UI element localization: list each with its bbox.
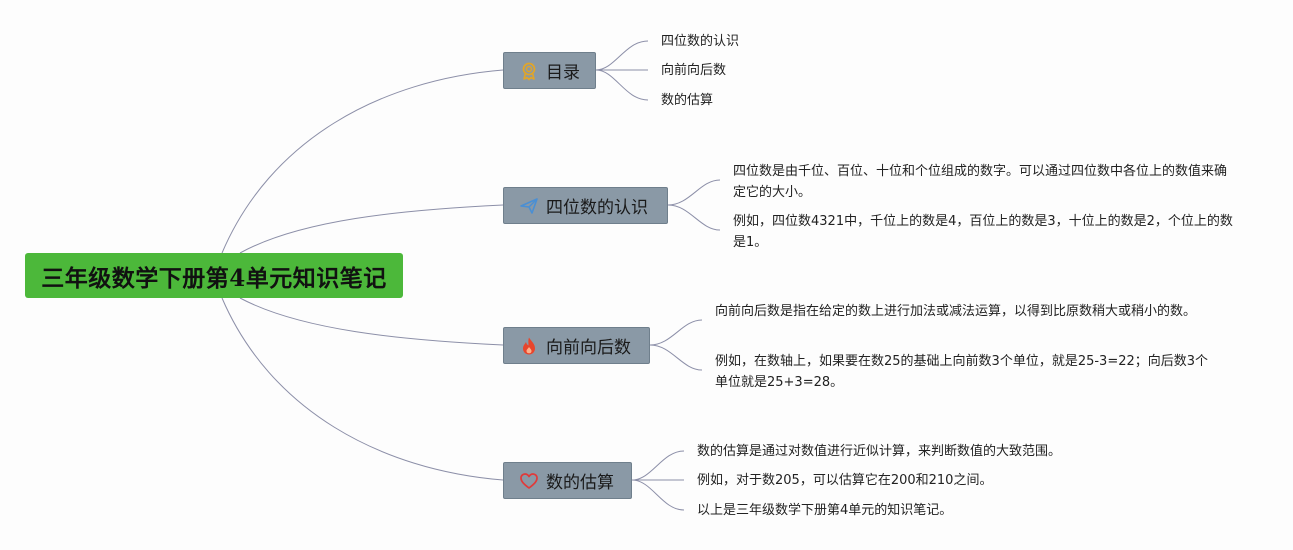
paper-plane-icon	[518, 195, 540, 217]
leaf-toc-1[interactable]: 四位数的认识	[661, 34, 740, 49]
leaf-estimate-2[interactable]: 例如，对于数205，可以估算它在200和210之间。	[697, 473, 993, 488]
root-title: 三年级数学下册第4单元知识笔记	[41, 264, 387, 292]
branch-toc[interactable]: 目录	[503, 52, 596, 89]
leaf-count-1[interactable]: 向前向后数是指在给定的数上进行加法或减法运算，以得到比原数稍大或稍小的数。	[715, 304, 1197, 319]
link-root-four-digit	[239, 204, 504, 254]
leaf-toc-3[interactable]: 数的估算	[661, 93, 714, 108]
branch-label: 向前向后数	[546, 338, 631, 358]
branch-count[interactable]: 向前向后数	[503, 327, 650, 364]
branch-estimate[interactable]: 数的估算	[503, 462, 632, 499]
leaf-estimate-3[interactable]: 以上是三年级数学下册第4单元的知识笔记。	[697, 503, 953, 518]
link-root-estimate	[221, 297, 504, 481]
root-node[interactable]: 三年级数学下册第4单元知识笔记	[25, 253, 403, 298]
link-root-count	[239, 297, 504, 346]
branch-label: 目录	[546, 63, 580, 83]
fire-icon	[518, 335, 540, 357]
leaf-four-digit-1[interactable]: 四位数是由千位、百位、十位和个位组成的数字。可以通过四位数中各位上的数值来确定它…	[733, 164, 1228, 200]
branch-four-digit[interactable]: 四位数的认识	[503, 187, 668, 224]
leaf-four-digit-2[interactable]: 例如，四位数4321中，千位上的数是4，百位上的数是3，十位上的数是2，个位上的…	[733, 214, 1233, 250]
leaf-estimate-1[interactable]: 数的估算是通过对数值进行近似计算，来判断数值的大致范围。	[697, 444, 1062, 459]
medal-icon	[518, 60, 540, 82]
link-count-1	[649, 319, 703, 346]
link-count-2	[649, 344, 703, 371]
link-toc-3	[595, 69, 649, 101]
leaf-count-2[interactable]: 例如，在数轴上，如果要在数25的基础上向前数3个单位，就是25-3=22；向后数…	[715, 354, 1209, 390]
branch-label: 四位数的认识	[546, 198, 648, 218]
heart-icon	[518, 470, 540, 492]
link-root-toc	[221, 69, 504, 254]
link-est-3	[631, 479, 685, 511]
link-four-1	[667, 179, 721, 206]
link-four-2	[667, 204, 721, 231]
leaf-toc-2[interactable]: 向前向后数	[661, 63, 727, 78]
link-est-1	[631, 450, 685, 481]
branch-label: 数的估算	[546, 473, 614, 493]
link-toc-1	[595, 40, 649, 71]
